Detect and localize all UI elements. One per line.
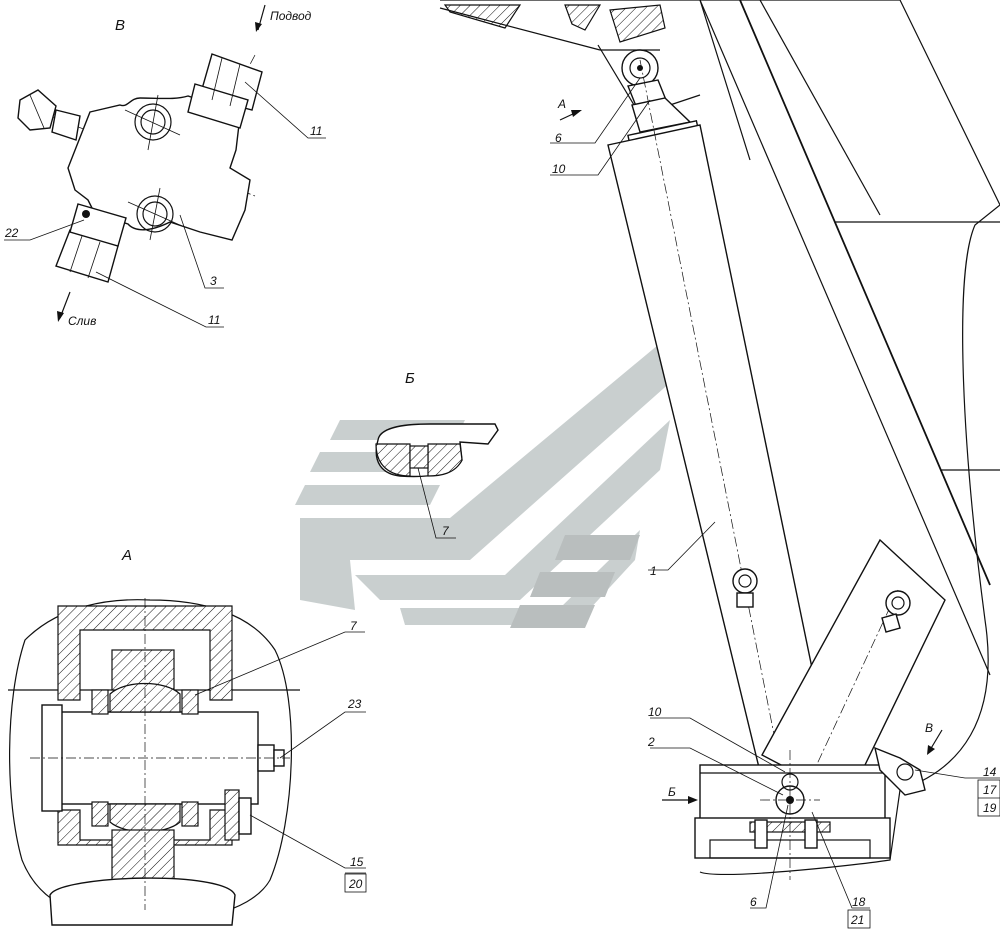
callout-3: 3	[210, 274, 217, 288]
callout-11-top: 11	[310, 124, 322, 138]
view-label-b: Б	[405, 370, 415, 387]
callout-15: 15	[350, 855, 364, 869]
arrow-label-b: Б	[668, 785, 676, 799]
watermark-logo	[295, 310, 700, 628]
view-a-section	[8, 598, 366, 926]
callout-10-bottom: 10	[648, 705, 662, 719]
callout-10-top: 10	[552, 162, 566, 176]
callout-6-top: 6	[555, 131, 562, 145]
arrow-label-v: В	[925, 721, 933, 735]
view-label-v: В	[115, 17, 125, 34]
label-drain: Слив	[68, 314, 96, 328]
callout-23: 23	[347, 697, 362, 711]
callout-6-bottom: 6	[750, 895, 757, 909]
callout-7-b: 7	[442, 524, 450, 538]
callout-20: 20	[348, 877, 363, 891]
callout-21: 21	[850, 913, 864, 927]
callout-2: 2	[647, 735, 655, 749]
callout-7-a: 7	[350, 619, 358, 633]
main-assembly	[439, 0, 1000, 929]
callout-19: 19	[983, 801, 997, 815]
callout-22: 22	[4, 226, 19, 240]
view-v-valve-block	[4, 4, 326, 328]
callout-14: 14	[983, 765, 997, 779]
callout-18: 18	[852, 895, 866, 909]
arrow-label-a: А	[557, 97, 566, 111]
label-supply: Подвод	[270, 9, 312, 23]
view-b-detail	[375, 423, 499, 539]
callout-17: 17	[983, 783, 998, 797]
view-label-a: А	[121, 547, 132, 564]
callout-1: 1	[650, 564, 657, 578]
callout-11-bottom: 11	[208, 313, 220, 327]
